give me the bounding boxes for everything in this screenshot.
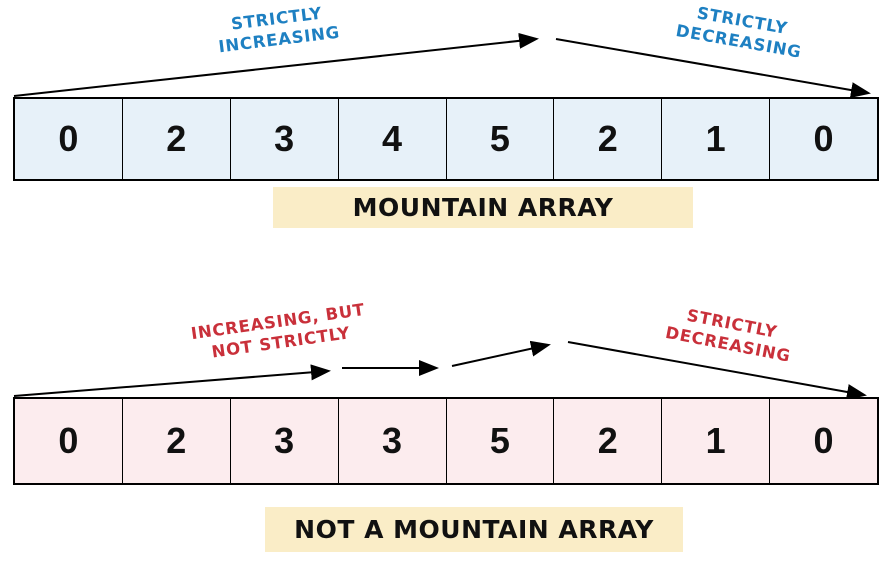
annotation-strictly-increasing: STRICTLY INCREASING <box>217 3 342 57</box>
array-cell: 3 <box>231 399 339 483</box>
array-cell: 0 <box>15 399 123 483</box>
array-cell: 1 <box>662 399 771 483</box>
array-cell: 3 <box>339 399 447 483</box>
array-cell: 0 <box>15 99 123 179</box>
caption-not-a-mountain-array: NOT A MOUNTAIN ARRAY <box>265 507 683 552</box>
array-cell: 3 <box>231 99 339 179</box>
array-cell: 2 <box>123 99 231 179</box>
array-cell: 4 <box>339 99 447 179</box>
arrow-bottom-rise-1 <box>13 364 331 397</box>
annotation-increasing-not-strictly: INCREASING, BUT NOT STRICTLY <box>189 299 367 362</box>
array-cell: 5 <box>447 99 555 179</box>
caption-mountain-array: MOUNTAIN ARRAY <box>273 187 693 228</box>
arrow-bottom-rise-2 <box>451 340 551 367</box>
annotation-strictly-decreasing-top: STRICTLY DECREASING <box>674 3 803 63</box>
array-cell: 5 <box>447 399 555 483</box>
annotation-strictly-decreasing-bottom: STRICTLY DECREASING <box>663 305 793 367</box>
array-cell: 0 <box>813 118 834 159</box>
array-cell: 2 <box>554 99 663 179</box>
array-cell: 0 <box>813 420 834 461</box>
array-cell: 2 <box>123 399 231 483</box>
array-cell: 2 <box>554 399 663 483</box>
array-cell: 1 <box>662 99 771 179</box>
